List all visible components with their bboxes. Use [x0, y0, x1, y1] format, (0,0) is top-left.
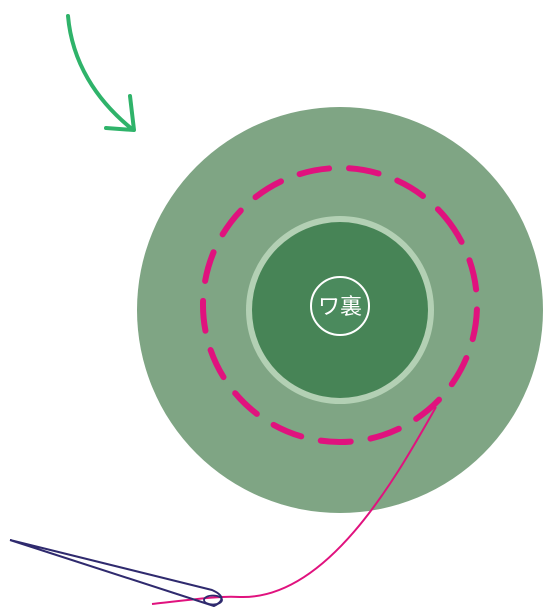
sewing-needle-icon [10, 540, 222, 606]
fabric-circle: ワ裏 [137, 107, 543, 513]
center-label: ワ裏 [318, 295, 362, 320]
needle-body [10, 540, 222, 606]
arrow-shaft [68, 16, 132, 129]
curved-arrow-icon [68, 16, 134, 130]
